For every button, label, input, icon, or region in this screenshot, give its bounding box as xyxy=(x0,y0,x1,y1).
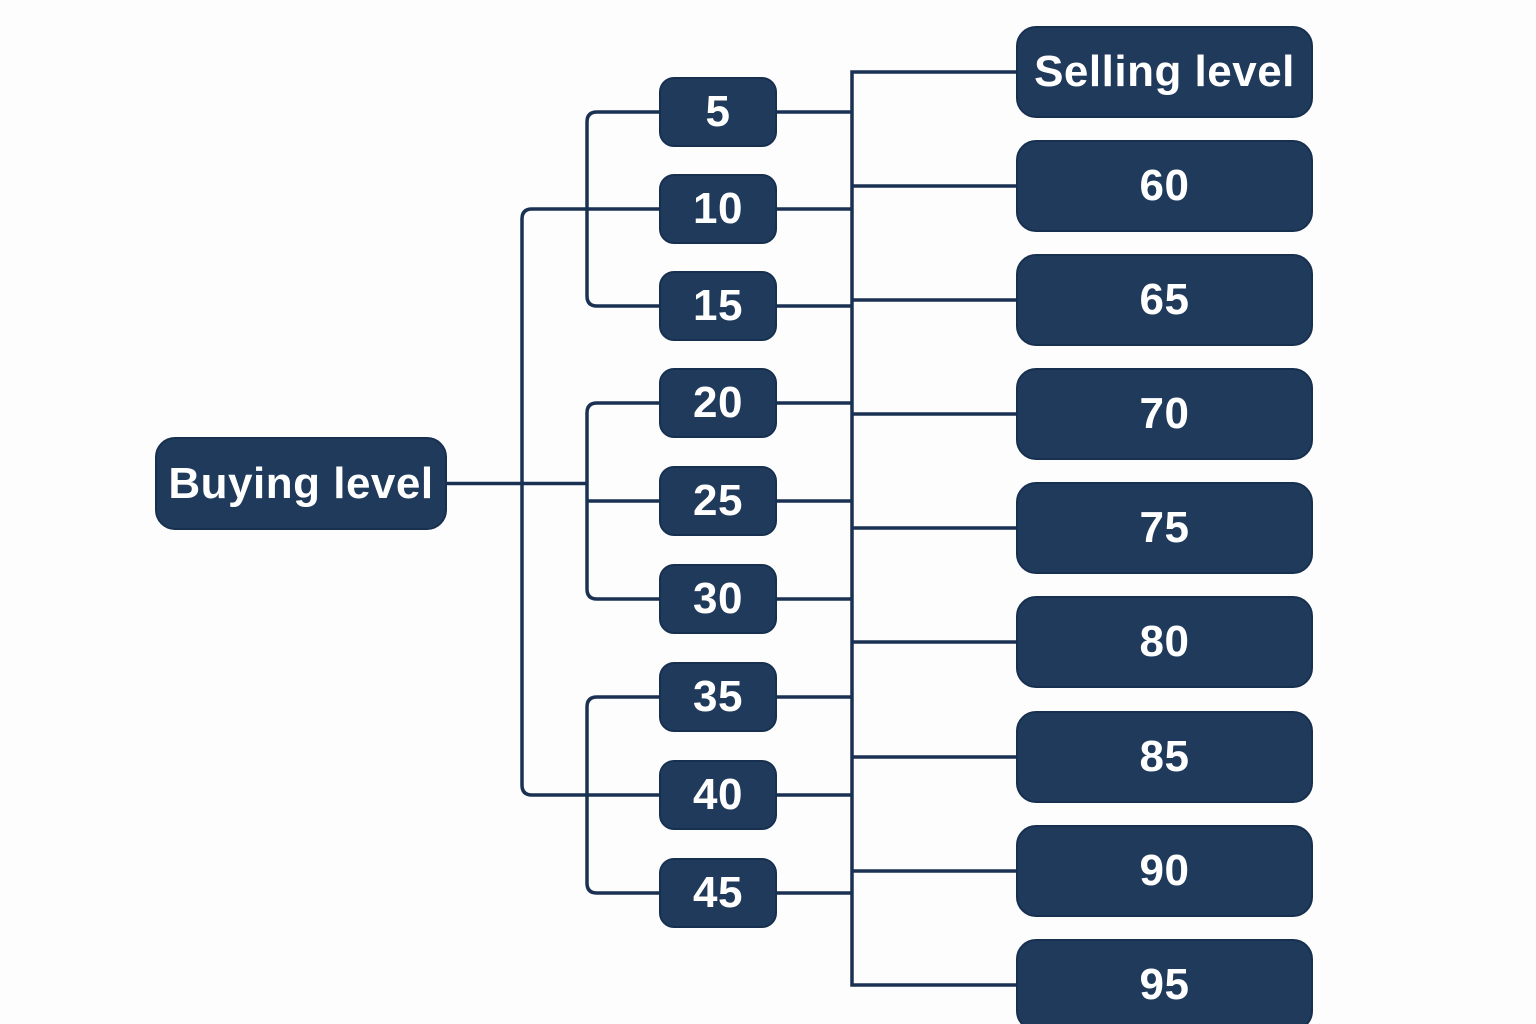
selling-level-node: Selling level xyxy=(1016,26,1313,118)
group3-bracket xyxy=(585,695,659,895)
group1-bracket xyxy=(585,110,659,308)
buy-level-30: 30 xyxy=(659,564,777,634)
buy-level-25: 25 xyxy=(659,466,777,536)
buy-level-15: 15 xyxy=(659,271,777,341)
sell-level-80: 80 xyxy=(1016,596,1313,688)
buy-level-45: 45 xyxy=(659,858,777,928)
sell-level-90: 90 xyxy=(1016,825,1313,917)
sell-level-75: 75 xyxy=(1016,482,1313,574)
buying-level-node: Buying level xyxy=(155,437,447,530)
sell-level-60: 60 xyxy=(1016,140,1313,232)
left-trunk xyxy=(520,207,659,797)
sell-level-65: 65 xyxy=(1016,254,1313,346)
sell-level-95: 95 xyxy=(1016,939,1313,1024)
buy-level-10: 10 xyxy=(659,174,777,244)
buy-level-35: 35 xyxy=(659,662,777,732)
buy-level-40: 40 xyxy=(659,760,777,830)
sell-level-70: 70 xyxy=(1016,368,1313,460)
buy-level-20: 20 xyxy=(659,368,777,438)
sell-level-85: 85 xyxy=(1016,711,1313,803)
buy-level-5: 5 xyxy=(659,77,777,147)
